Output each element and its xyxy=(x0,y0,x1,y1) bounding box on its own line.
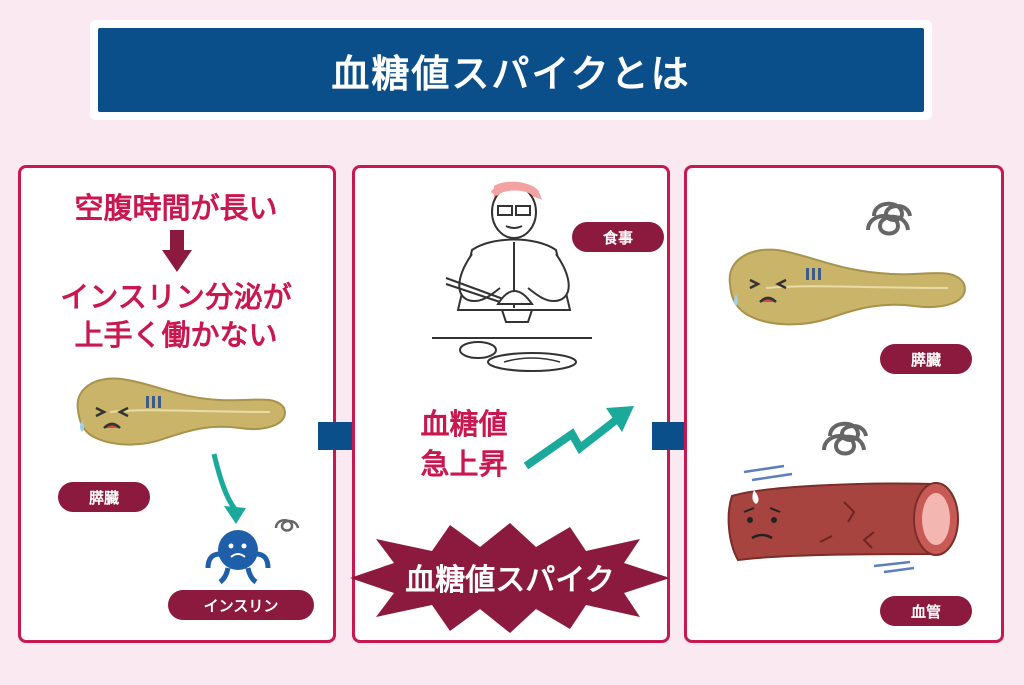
blood-sugar-rise-line2: 急上昇 xyxy=(420,447,508,481)
spiral-icon xyxy=(274,519,300,532)
title-frame: 血糖値スパイクとは xyxy=(90,20,932,120)
insulin-secretion-line2: 上手く働かない xyxy=(74,318,278,352)
spike-burst-shape xyxy=(350,523,670,633)
curved-arrow-icon xyxy=(211,453,246,524)
pancreas-illustration-2 xyxy=(728,248,966,326)
man-eating-illustration xyxy=(432,181,592,372)
pancreas-label-2: 膵臓 xyxy=(880,344,972,374)
spike-label: 血糖値スパイク xyxy=(405,563,615,598)
panel-damage xyxy=(684,165,1004,643)
blood-sugar-rise-line1: 血糖値 xyxy=(420,407,508,441)
meal-label: 食事 xyxy=(572,222,664,252)
pancreas-label: 膵臓 xyxy=(58,482,150,512)
spiral-icon-3 xyxy=(822,421,868,456)
fasting-text: 空腹時間が長い xyxy=(74,191,278,225)
insulin-secretion-text: インスリン分泌が 上手く働かない xyxy=(30,278,322,354)
insulin-secretion-line1: インスリン分泌が xyxy=(60,280,292,314)
rising-zigzag-arrow-icon xyxy=(523,406,634,470)
down-arrow-icon xyxy=(162,230,192,272)
insulin-character-icon xyxy=(205,530,271,585)
spiral-icon-2 xyxy=(866,201,912,236)
vessel-label: 血管 xyxy=(880,596,972,626)
blood-vessel-illustration xyxy=(727,464,959,574)
page-title: 血糖値スパイクとは xyxy=(331,51,691,96)
title-bar: 血糖値スパイクとは xyxy=(98,28,924,112)
blood-sugar-rise-text: 血糖値 急上昇 xyxy=(404,404,524,484)
insulin-label: インスリン xyxy=(168,590,314,620)
pancreas-illustration xyxy=(76,377,286,446)
